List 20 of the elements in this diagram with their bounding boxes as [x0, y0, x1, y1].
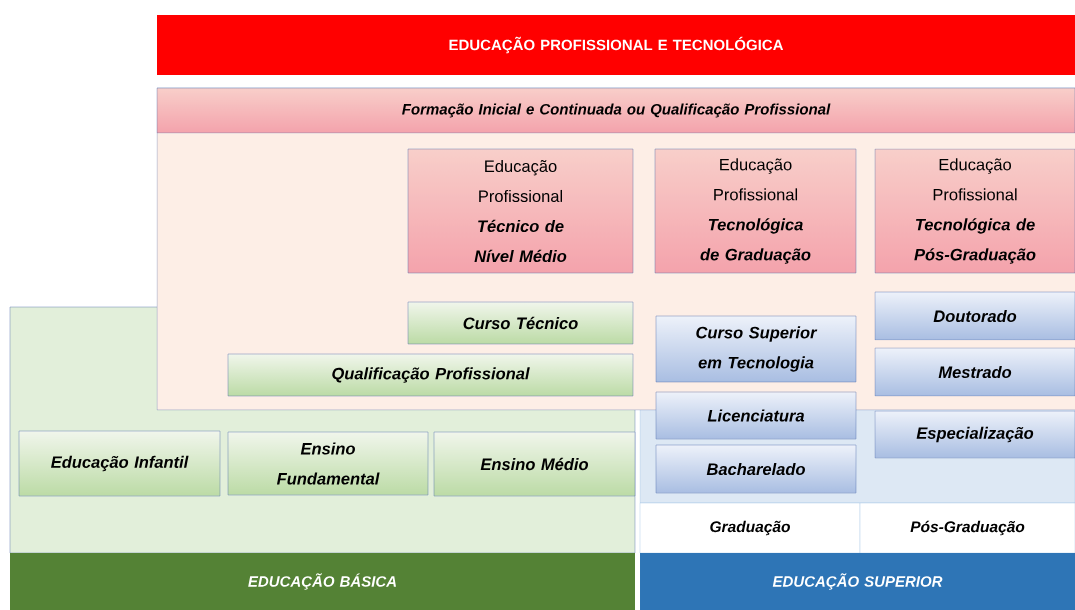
title-bar: EDUCAÇÃO PROFISSIONAL E TECNOLÓGICA	[157, 15, 1075, 75]
course-box: Qualificação Profissional	[227, 353, 634, 397]
course-box: Ensino Fundamental	[227, 431, 429, 496]
category-box: Educação Profissional Técnico de Nível Médio	[407, 148, 634, 274]
category-box: Educação Profissional Tecnológica de Graduação	[654, 148, 857, 274]
section-bar: EDUCAÇÃO SUPERIOR	[640, 553, 1075, 610]
course-box: Educação Infantil	[18, 430, 221, 497]
course-box: Especialização	[874, 410, 1075, 459]
course-box: Mestrado	[874, 347, 1075, 397]
course-box: Bacharelado	[655, 444, 857, 494]
category-box: Educação Profissional Tecnológica de Pós-Graduação	[874, 148, 1075, 274]
section-bar: EDUCAÇÃO BÁSICA	[10, 553, 635, 610]
column-header-cell: Pós-Graduação	[859, 502, 1075, 554]
course-box: Curso Superior em Tecnologia	[655, 315, 857, 383]
course-box: Curso Técnico	[407, 301, 634, 345]
course-box: Ensino Médio	[433, 431, 636, 497]
course-box: Doutorado	[874, 291, 1075, 341]
course-box: Licenciatura	[655, 391, 857, 440]
column-header-cell: Graduação	[639, 502, 861, 554]
subtitle-band: Formação Inicial e Continuada ou Qualificação Profissional	[156, 87, 1075, 134]
